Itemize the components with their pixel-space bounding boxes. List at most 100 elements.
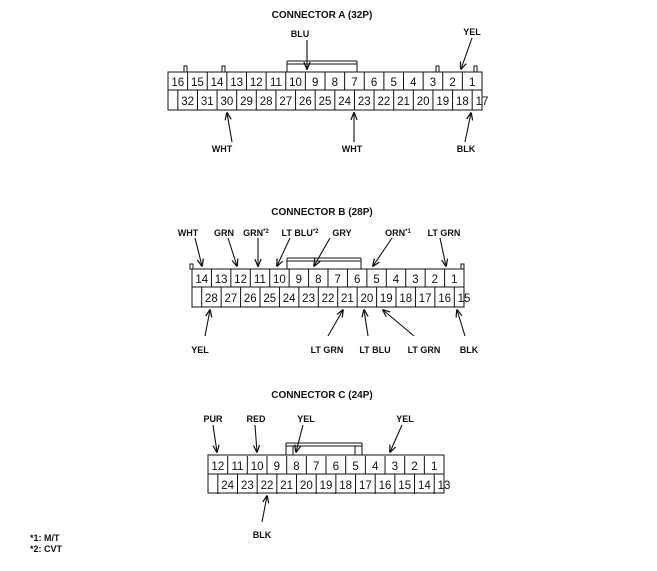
pin-a-10: 10 <box>289 77 302 89</box>
pin-b-2: 2 <box>432 274 438 286</box>
pin-a-18: 18 <box>456 96 469 108</box>
footnote-mt: *1: M/T <box>30 533 60 543</box>
pin-a-11: 11 <box>270 77 282 89</box>
pin-b-10: 10 <box>273 274 286 286</box>
pin-c-17: 17 <box>359 480 372 492</box>
wire-label-b-pin15: BLK <box>460 345 479 355</box>
wire-label-b-pin1: LT GRN <box>428 228 461 238</box>
pin-c-2: 2 <box>411 461 417 473</box>
pin-b-9: 9 <box>296 274 302 286</box>
footnote-cvt: *2: CVT <box>30 544 63 554</box>
footnotes: *1: M/T *2: CVT <box>30 533 62 555</box>
pin-b-15: 15 <box>458 293 471 305</box>
pin-c-23: 23 <box>241 480 254 492</box>
pin-a-6: 6 <box>371 77 377 89</box>
pin-b-18: 18 <box>399 293 412 305</box>
pin-c-4: 4 <box>372 461 379 473</box>
pin-c-6: 6 <box>333 461 339 473</box>
connector-c-title: CONNECTOR C (24P) <box>271 390 373 401</box>
pin-b-21: 21 <box>341 293 354 305</box>
wire-label-b-pin10: LT BLU*2 <box>282 228 320 238</box>
wire-label-c-pin12: PUR <box>203 414 223 424</box>
pin-a-26: 26 <box>299 96 312 108</box>
pin-c-14: 14 <box>418 480 431 492</box>
wire-label-a-pin9: BLU <box>291 29 310 39</box>
pin-c-18: 18 <box>339 480 352 492</box>
pin-a-8: 8 <box>332 77 338 89</box>
pin-a-21: 21 <box>397 96 410 108</box>
wire-label-b-pin5: ORN*1 <box>385 228 411 238</box>
pin-c-3: 3 <box>392 461 398 473</box>
pin-b-22: 22 <box>322 293 335 305</box>
pin-c-11: 11 <box>232 461 244 473</box>
pin-b-3: 3 <box>412 274 418 286</box>
pin-c-7: 7 <box>313 461 319 473</box>
pin-c-9: 9 <box>274 461 280 473</box>
pin-b-14: 14 <box>195 274 208 286</box>
pin-c-24: 24 <box>221 480 234 492</box>
pin-a-16: 16 <box>171 77 184 89</box>
wire-label-b-pin19: LT GRN <box>408 345 441 355</box>
pin-b-27: 27 <box>224 293 237 305</box>
pin-b-4: 4 <box>393 274 400 286</box>
pin-a-30: 30 <box>220 96 233 108</box>
pin-a-5: 5 <box>390 77 396 89</box>
pin-a-20: 20 <box>417 96 430 108</box>
pin-b-16: 16 <box>438 293 451 305</box>
connector-a-title: CONNECTOR A (32P) <box>272 10 373 21</box>
pin-a-29: 29 <box>240 96 253 108</box>
pin-a-15: 15 <box>191 77 204 89</box>
connector-b-wires <box>194 237 466 337</box>
connector-b-title: CONNECTOR B (28P) <box>271 207 373 218</box>
wire-label-b-pin12: GRN <box>214 228 234 238</box>
pin-a-23: 23 <box>358 96 371 108</box>
wire-label-b-pin20: LT BLU <box>359 345 390 355</box>
pin-a-7: 7 <box>351 77 357 89</box>
pin-b-8: 8 <box>315 274 321 286</box>
wire-label-a-pin1: YEL <box>463 27 481 37</box>
wire-label-c-pin3: YEL <box>396 414 414 424</box>
pin-b-26: 26 <box>244 293 257 305</box>
pin-a-1: 1 <box>469 77 475 89</box>
pin-a-19: 19 <box>436 96 449 108</box>
pin-b-24: 24 <box>283 293 296 305</box>
pin-a-31: 31 <box>201 96 214 108</box>
pin-b-6: 6 <box>354 274 360 286</box>
wire-label-b-pin8: GRY <box>332 228 351 238</box>
wire-label-b-pin28: YEL <box>191 345 209 355</box>
wire-label-a-pin30: WHT <box>212 144 233 154</box>
pin-a-2: 2 <box>449 77 455 89</box>
pin-c-19: 19 <box>320 480 333 492</box>
pin-a-22: 22 <box>377 96 390 108</box>
pin-a-28: 28 <box>260 96 273 108</box>
wire-label-c-pin10: RED <box>246 414 266 424</box>
pin-a-32: 32 <box>181 96 194 108</box>
connector-a-wires <box>227 37 472 143</box>
pin-c-5: 5 <box>352 461 358 473</box>
pin-c-8: 8 <box>293 461 299 473</box>
pin-b-11: 11 <box>254 274 266 286</box>
pin-c-13: 13 <box>438 480 451 492</box>
wire-label-a-pin17: BLK <box>457 144 476 154</box>
pin-a-17: 17 <box>476 96 489 108</box>
pin-c-12: 12 <box>211 461 224 473</box>
pin-a-25: 25 <box>319 96 332 108</box>
wire-label-b-pin14: WHT <box>178 228 199 238</box>
wire-label-c-pin8: YEL <box>297 414 315 424</box>
pin-c-22: 22 <box>261 480 274 492</box>
pin-b-20: 20 <box>360 293 373 305</box>
pin-c-15: 15 <box>398 480 411 492</box>
wire-label-c-pin22: BLK <box>253 530 272 540</box>
connector-c-wires <box>213 424 403 523</box>
pin-c-1: 1 <box>431 461 437 473</box>
pin-c-20: 20 <box>300 480 313 492</box>
pin-b-25: 25 <box>263 293 276 305</box>
pin-a-13: 13 <box>230 77 243 89</box>
pin-b-28: 28 <box>205 293 218 305</box>
